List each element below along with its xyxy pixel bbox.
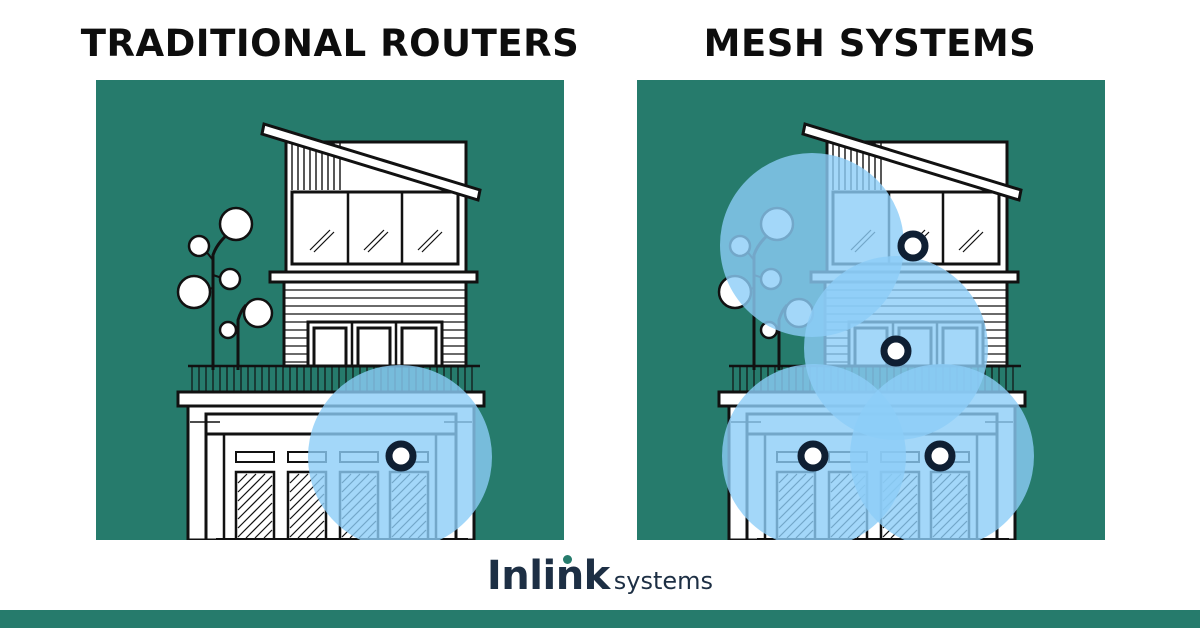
wifi-node-icon xyxy=(897,230,929,262)
wifi-node-icon xyxy=(880,335,912,367)
traditional-routers-heading: TRADITIONAL ROUTERS xyxy=(80,22,580,65)
footer-bar xyxy=(0,610,1200,628)
mesh-systems-heading: MESH SYSTEMS xyxy=(703,22,1037,65)
logo-dot xyxy=(562,555,572,564)
traditional-router-panel xyxy=(96,80,564,540)
logo-brand: Inlink xyxy=(486,553,610,599)
wifi-node-icon xyxy=(385,440,417,472)
wifi-node-icon xyxy=(924,440,956,472)
mesh-system-panel xyxy=(637,80,1105,540)
wifi-node-icon xyxy=(797,440,829,472)
logo-sub: systems xyxy=(613,567,714,595)
